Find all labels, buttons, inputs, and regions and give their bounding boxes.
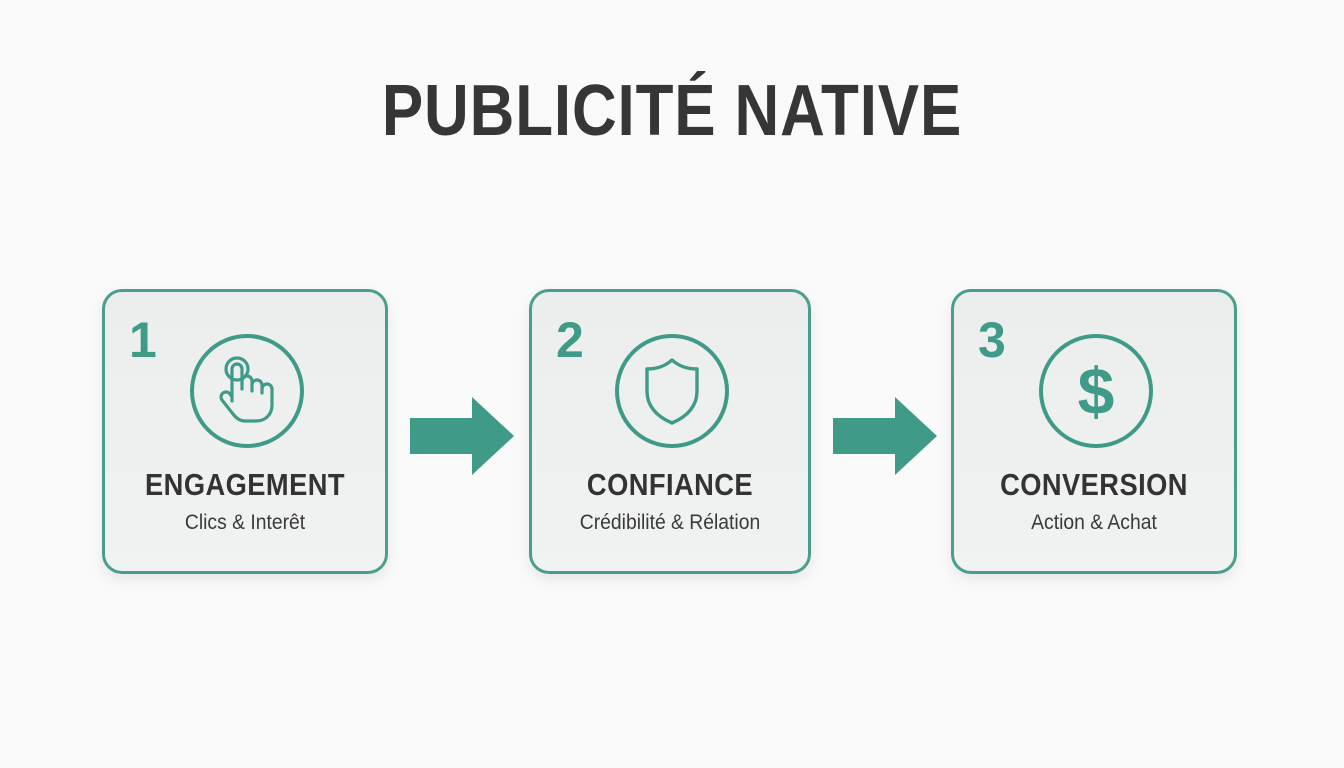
step-label: CONFIANCE xyxy=(586,467,754,502)
shield-icon xyxy=(645,358,699,425)
step-label: CONVERSION xyxy=(1000,467,1188,502)
step-card-confiance: 2 CONFIANCE Crédibilité & Rélation xyxy=(529,289,811,574)
step-number: 2 xyxy=(556,312,584,368)
step-subtitle: Crédibilité & Rélation xyxy=(579,511,761,534)
right-arrow-icon xyxy=(410,397,514,475)
step-label: ENGAGEMENT xyxy=(145,467,345,502)
right-arrow-icon xyxy=(833,397,937,475)
icon-circle: $ xyxy=(1039,334,1153,448)
page-title: PUBLICITÉ NATIVE xyxy=(381,71,963,151)
step-card-engagement: 1 ENGAGEMENT Clics & Interêt xyxy=(102,289,388,574)
dollar-icon: $ xyxy=(1077,354,1115,428)
pointing-hand-click-icon xyxy=(219,356,274,423)
icon-circle xyxy=(615,334,729,448)
step-card-conversion: 3 $ CONVERSION Action & Achat xyxy=(951,289,1237,574)
step-number: 3 xyxy=(978,312,1006,368)
icon-circle xyxy=(190,334,304,448)
step-subtitle: Clics & Interêt xyxy=(184,511,306,534)
step-number: 1 xyxy=(129,312,157,368)
step-subtitle: Action & Achat xyxy=(1031,511,1157,534)
